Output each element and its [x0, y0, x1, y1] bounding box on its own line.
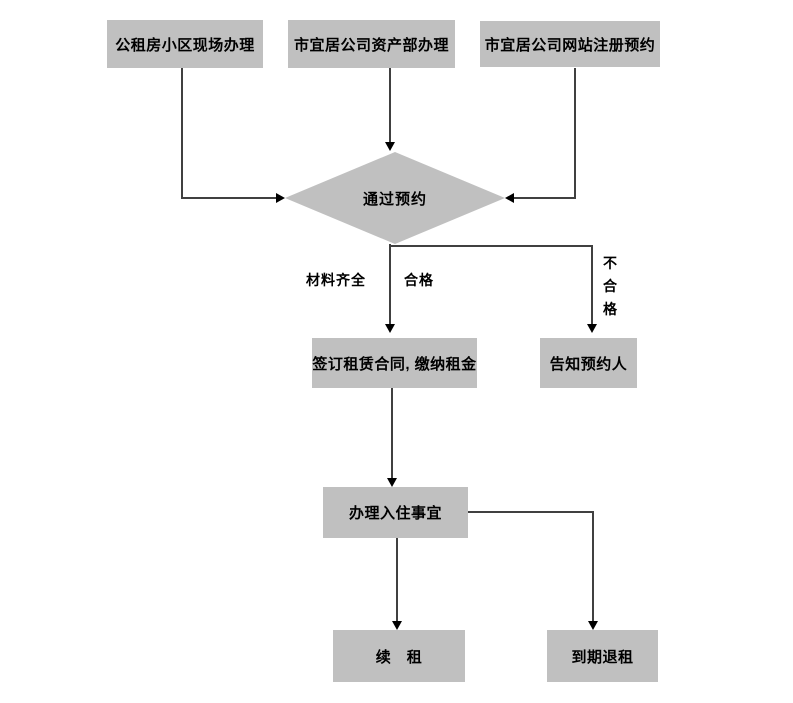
- edge-label-materials-complete: 材料齐全: [306, 272, 366, 288]
- edge-label-not-qualified: 不合格: [603, 255, 617, 317]
- arrowhead-decision-to-sign-icon: [385, 324, 395, 333]
- arrowhead-sign-to-checkin-icon: [387, 478, 397, 487]
- node-decision-appointment: 通过预约: [285, 152, 505, 244]
- arrowhead-decision-to-notify-icon: [587, 324, 597, 333]
- arrowhead-checkin-to-terminate-icon: [588, 621, 598, 630]
- node-checkin: 办理入住事宜: [323, 487, 468, 538]
- connector-checkin-to-terminate-horizontal: [468, 511, 594, 513]
- connector-checkin-to-renew-vertical: [396, 538, 398, 622]
- node-renew: 续 租: [333, 630, 465, 682]
- node-entry-website: 市宜居公司网站注册预约: [480, 21, 660, 67]
- node-entry-asset-dept: 市宜居公司资产部办理: [288, 20, 455, 68]
- node-sign-contract: 签订租赁合同, 缴纳租金: [312, 338, 477, 388]
- connector-asset-to-decision-vertical: [389, 68, 391, 143]
- connector-sign-to-checkin-vertical: [391, 388, 393, 479]
- connector-decision-branch-horizontal: [389, 245, 593, 247]
- connector-decision-to-sign-vertical: [389, 244, 391, 325]
- edge-label-qualified: 合格: [404, 272, 434, 288]
- connector-onsite-to-decision-vertical: [181, 68, 183, 199]
- connector-website-to-decision-vertical: [574, 68, 576, 199]
- connector-onsite-to-decision-horizontal: [181, 197, 277, 199]
- node-terminate: 到期退租: [547, 630, 658, 682]
- connector-checkin-to-terminate-vertical: [592, 511, 594, 622]
- node-notify-applicant: 告知预约人: [540, 338, 637, 388]
- arrowhead-asset-to-decision-icon: [385, 142, 395, 151]
- arrowhead-checkin-to-renew-icon: [392, 621, 402, 630]
- connector-website-to-decision-horizontal: [513, 197, 576, 199]
- connector-decision-to-notify-vertical: [591, 245, 593, 325]
- arrowhead-onsite-to-decision-icon: [276, 193, 285, 203]
- node-entry-onsite: 公租房小区现场办理: [107, 20, 263, 68]
- arrowhead-website-to-decision-icon: [505, 193, 514, 203]
